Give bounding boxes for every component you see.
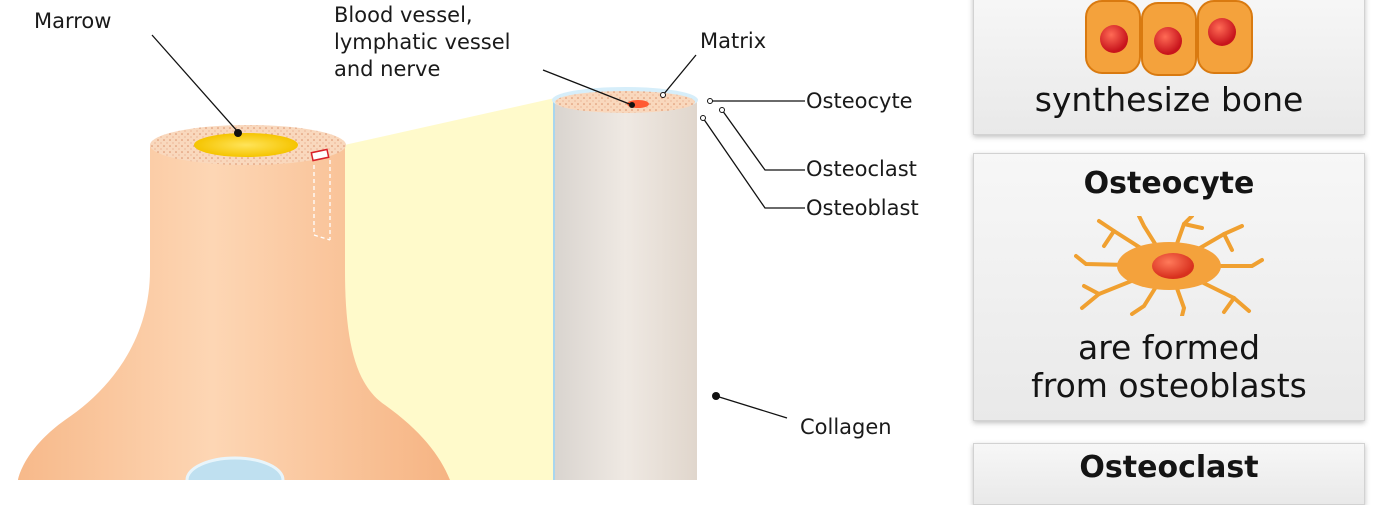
- matrix-pointer-dot: [660, 92, 666, 98]
- osteoclast-card-title: Osteoclast: [1079, 450, 1259, 485]
- label-osteoblast: Osteoblast: [806, 196, 919, 220]
- osteocyte-card: Osteocyte are formed fr: [973, 153, 1365, 421]
- osteoblast-pointer-dot: [700, 115, 706, 121]
- osteocyte-card-text-line2: from osteoblasts: [1031, 366, 1307, 405]
- osteoblast-cell-icon: [1085, 0, 1141, 74]
- marrow-cavity: [194, 133, 298, 157]
- joint-cartilage: [185, 456, 285, 480]
- osteoblast-card: synthesize bone: [973, 0, 1365, 135]
- label-marrow: Marrow: [34, 9, 112, 33]
- osteoblast-cell-icon: [1197, 0, 1253, 74]
- zoom-beam: [322, 98, 555, 480]
- osteocyte-pointer-dot: [707, 98, 713, 104]
- osteocyte-card-text-line1: are formed: [1077, 328, 1261, 367]
- label-osteocyte: Osteocyte: [806, 89, 913, 113]
- marrow-pointer-dot: [234, 129, 242, 137]
- osteocyte-card-title: Osteocyte: [1083, 166, 1255, 201]
- osteocyte-cell-icon: [1074, 216, 1264, 316]
- label-matrix: Matrix: [700, 29, 767, 53]
- vessel-pointer-dot: [629, 102, 635, 108]
- osteoclast-pointer-dot: [719, 107, 725, 113]
- osteoblast-cells-illustration: [1085, 0, 1253, 76]
- label-vessel-line1: Blood vessel,: [334, 3, 473, 27]
- osteon-column: [554, 102, 697, 480]
- bone-shaft: [18, 145, 450, 480]
- label-vessel-line2: lymphatic vessel: [334, 30, 511, 54]
- leader-lines: [151, 34, 805, 419]
- osteoblast-card-text: synthesize bone: [1034, 80, 1304, 119]
- label-collagen: Collagen: [800, 415, 892, 439]
- bone-structure-diagram: [18, 34, 805, 480]
- zoom-marker: [310, 148, 330, 162]
- collagen-pointer-dot: [712, 392, 720, 400]
- osteoclast-card: Osteoclast: [973, 443, 1365, 505]
- label-vessel-line3: and nerve: [334, 57, 441, 81]
- osteoblast-cell-icon: [1141, 2, 1197, 76]
- label-osteoclast: Osteoclast: [806, 157, 917, 181]
- zoom-dashed-outline: [313, 160, 331, 241]
